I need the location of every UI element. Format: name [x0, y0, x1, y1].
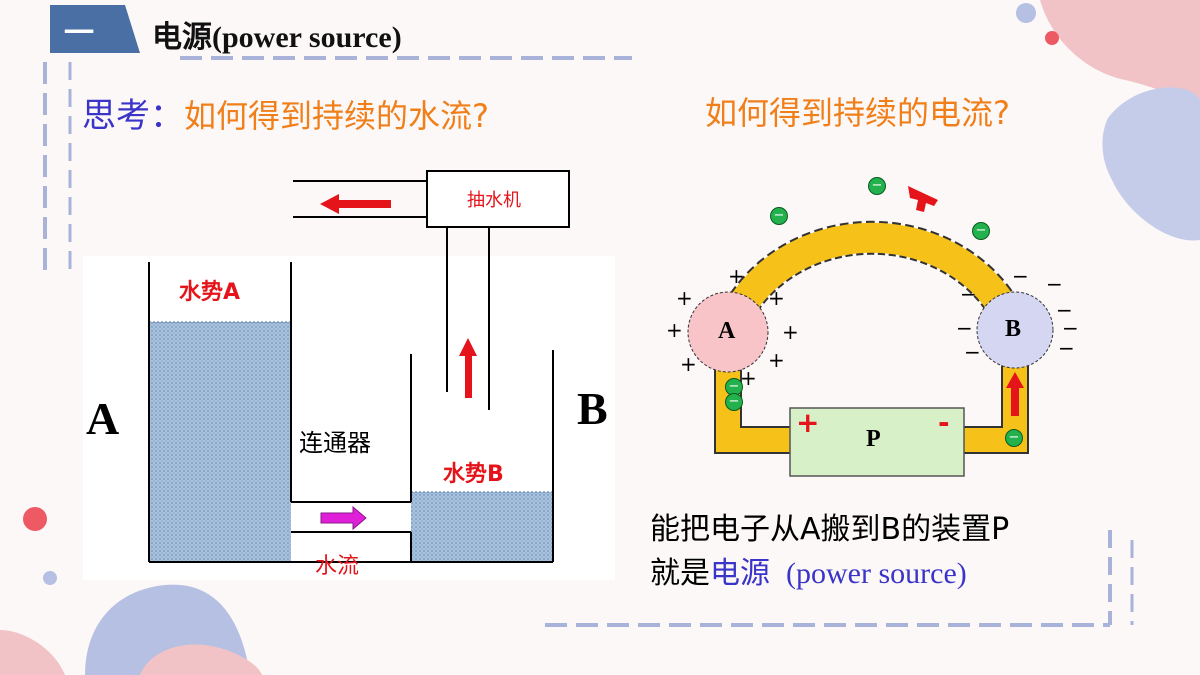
positive-charge: + — [728, 264, 745, 288]
device-plus-terminal: + — [796, 406, 820, 439]
sphere-a-label: A — [718, 318, 736, 344]
negative-charge: − — [964, 340, 981, 364]
negative-charge: − — [956, 316, 973, 340]
question-left-prefix: 思考： — [82, 98, 184, 135]
device-minus-terminal: - — [938, 406, 950, 439]
caption-line-1: 能把电子从A搬到B的装置P — [650, 512, 1010, 547]
negative-charge: − — [1058, 336, 1075, 360]
section-title: 电源(power source) — [152, 21, 402, 54]
positive-charge: + — [782, 320, 799, 344]
vessel-b-label: B — [577, 383, 608, 434]
question-left-text: 如何得到持续的水流? — [184, 97, 489, 135]
caption-english: (power source) — [786, 557, 967, 590]
question-right: 如何得到持续的电流? — [705, 94, 1010, 132]
negative-charge: − — [1056, 298, 1073, 322]
vessel-b-level-label: 水势B — [443, 462, 504, 487]
positive-charge: + — [666, 318, 683, 342]
caption-prefix: 就是 — [650, 556, 710, 591]
positive-charge: + — [676, 286, 693, 310]
positive-charge: + — [740, 366, 757, 390]
water-diagram: 抽水机 水势A 水势B A B 连通器 水流 — [83, 170, 615, 580]
electron: − — [770, 207, 788, 225]
pump-label: 抽水机 — [467, 190, 521, 211]
water-diagram-drawing — [83, 170, 615, 580]
negative-charge: − — [960, 282, 977, 306]
section-number: 一 — [64, 16, 94, 51]
positive-charge: + — [768, 348, 785, 372]
vessel-a-level-label: 水势A — [179, 280, 241, 305]
negative-charge: − — [1046, 272, 1063, 296]
negative-charge: − — [1012, 264, 1029, 288]
section-number-tab — [50, 5, 140, 53]
caption-highlight: 电源 — [710, 556, 770, 591]
electron: − — [868, 177, 886, 195]
electron: − — [1005, 429, 1023, 447]
electron: − — [725, 393, 743, 411]
electron: − — [972, 222, 990, 240]
device-label: P — [866, 426, 881, 452]
caption-line-2: 就是电源 (power source) — [650, 548, 967, 592]
vessel-a-label: A — [86, 393, 120, 444]
connector-label: 连通器 — [299, 429, 371, 457]
circuit-diagram: − − − − − − A B + + + + + + + + − − − − … — [660, 160, 1090, 490]
flow-label: 水流 — [315, 554, 360, 579]
question-left: 思考：如何得到持续的水流? — [82, 88, 489, 137]
negative-charge: − — [1062, 316, 1079, 340]
positive-charge: + — [768, 286, 785, 310]
sphere-b-label: B — [1005, 316, 1022, 342]
positive-charge: + — [680, 352, 697, 376]
